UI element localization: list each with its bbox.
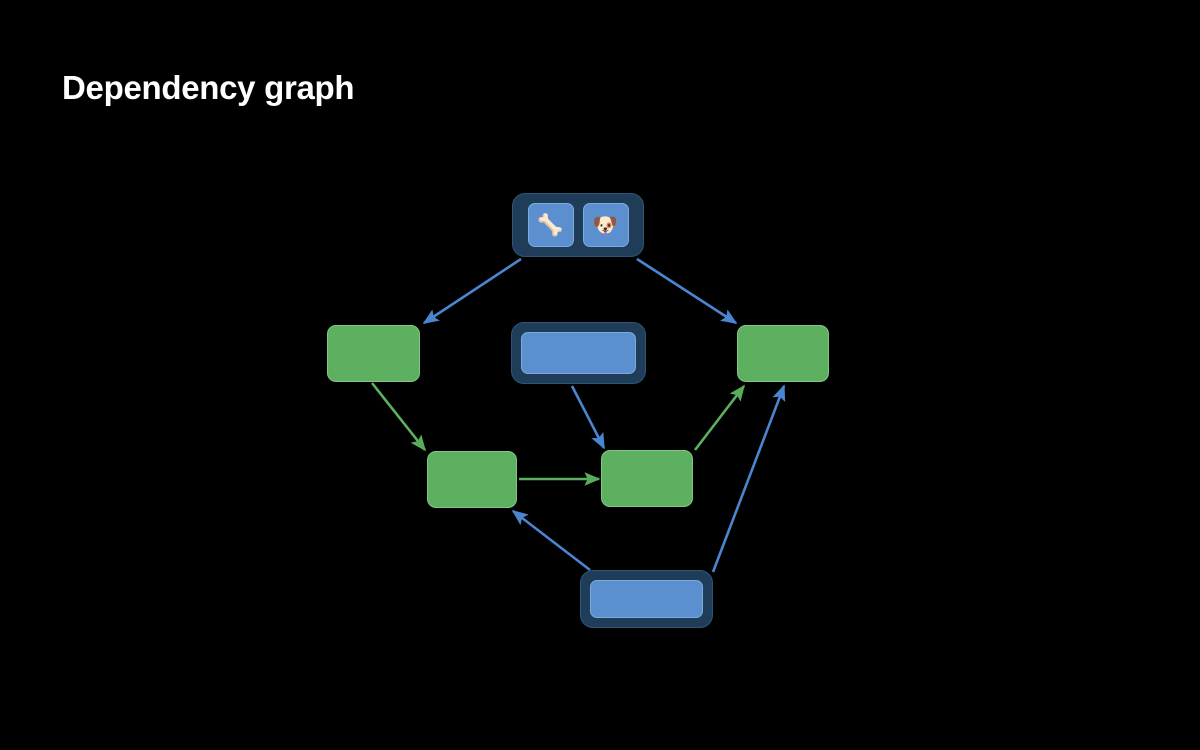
left-green-node[interactable] xyxy=(327,325,420,382)
edge-top-to-left-green xyxy=(422,257,522,325)
group-slot[interactable] xyxy=(590,580,703,618)
bone-icon-slot[interactable]: 🦴 xyxy=(527,203,574,247)
edge-mid-right-to-right-green xyxy=(693,384,746,451)
right-green-node[interactable] xyxy=(737,325,829,382)
dog-face-icon-slot[interactable]: 🐶 xyxy=(582,203,629,247)
edge-left-green-to-mid-left xyxy=(370,382,427,452)
bottom-group-node[interactable] xyxy=(580,570,713,628)
mid-left-green-node[interactable] xyxy=(427,451,517,508)
bone-icon: 🦴 xyxy=(537,213,564,237)
page-title: Dependency graph xyxy=(62,69,355,106)
edge-middle-group-to-mid-right xyxy=(570,385,606,450)
edge-bottom-group-to-mid-left xyxy=(511,509,591,572)
graph-edges xyxy=(370,257,786,573)
group-slot[interactable] xyxy=(521,332,636,374)
dog-face-icon: 🐶 xyxy=(592,213,619,237)
middle-group-node[interactable] xyxy=(511,322,646,384)
edge-bottom-group-to-right-green xyxy=(711,384,786,573)
mid-right-green-node[interactable] xyxy=(601,450,693,507)
top-group-node[interactable]: 🦴 🐶 xyxy=(512,193,644,257)
edge-top-to-right-green xyxy=(636,257,738,325)
